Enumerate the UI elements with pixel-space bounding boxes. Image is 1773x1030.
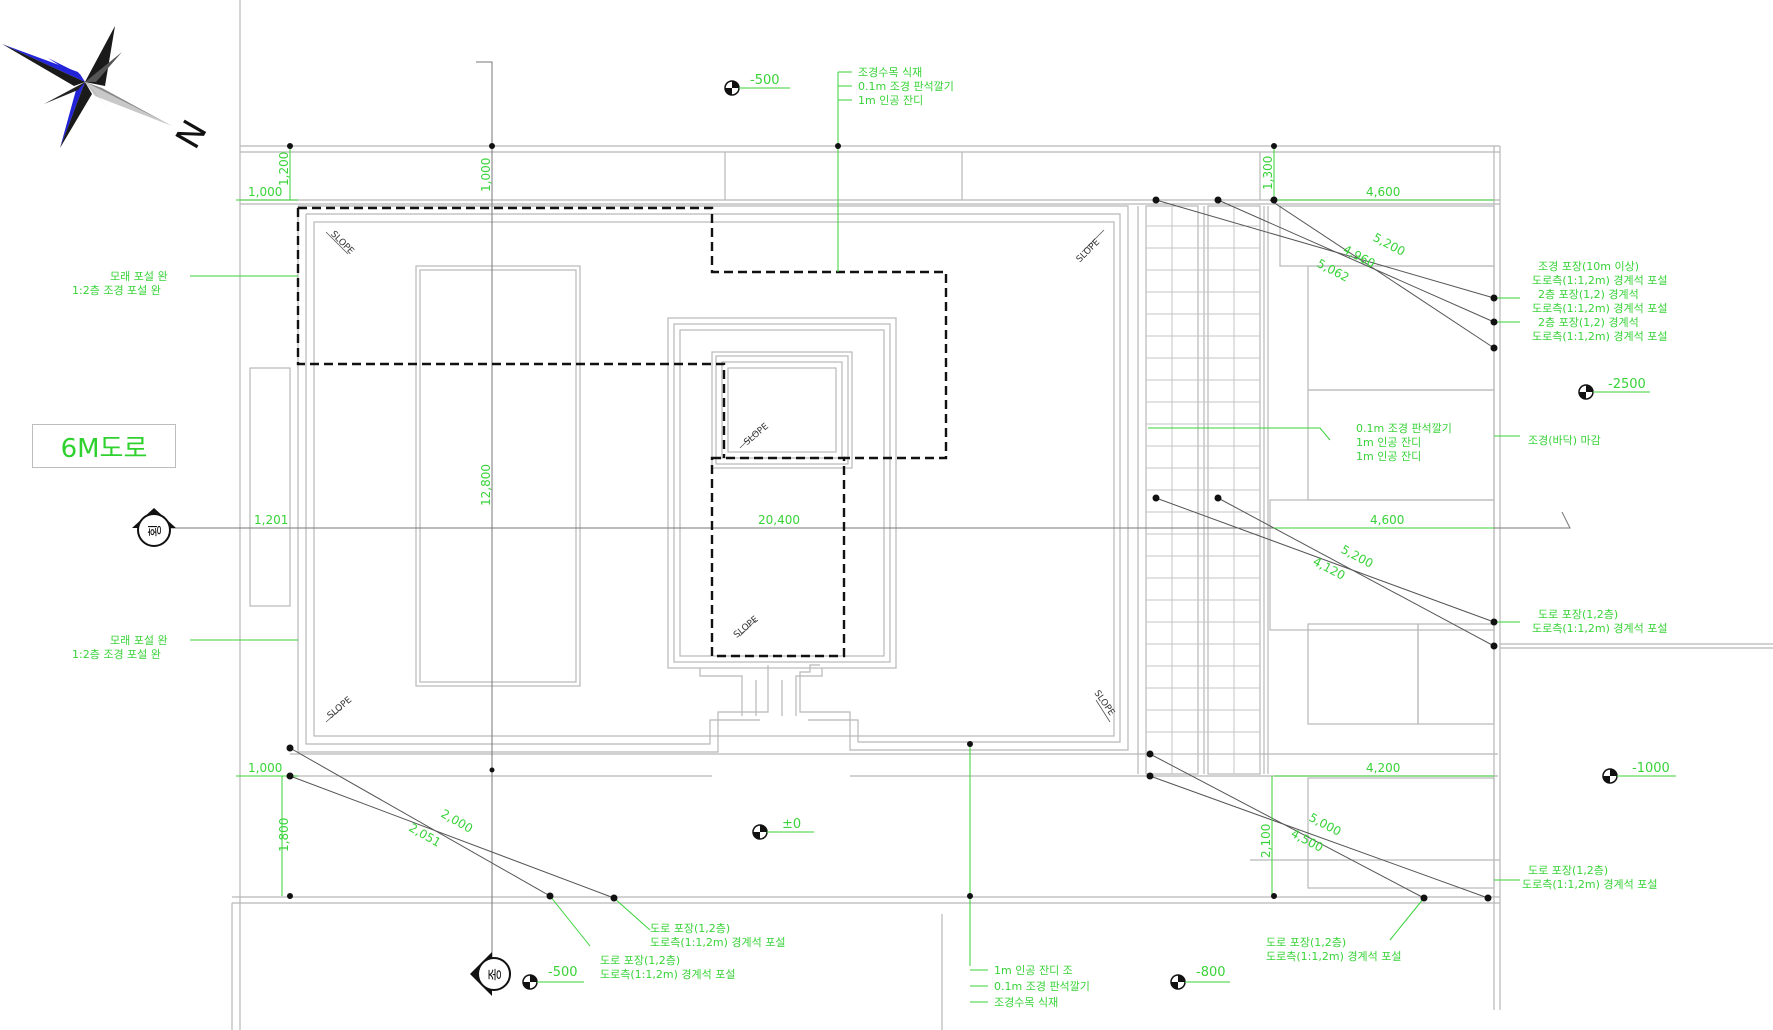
note-right-4-1: 도로 포장(1,2층): [1528, 864, 1608, 877]
note-right-3-1: 도로 포장(1,2층): [1538, 608, 1618, 621]
dim-right-mid: 4,600: [1370, 513, 1404, 527]
level-marker-right-lower: -1000: [1602, 761, 1676, 784]
note-bottom-center-1: 1m 인공 잔디 조: [994, 964, 1073, 977]
note-left-bottom-2: 1:2층 조경 포설 완: [72, 648, 161, 661]
note-right-4-2: 도로측(1:1,2m) 경계석 포설: [1522, 878, 1657, 891]
note-right-1-6: 도로측(1:1,2m) 경계석 포설: [1532, 330, 1667, 343]
note-right-2-1: 조경(바닥) 마감: [1528, 434, 1601, 447]
note-bottom-left-4: 도로측(1:1,2m) 경계석 포설: [600, 968, 735, 981]
notes-right-2: 조경(바닥) 마감: [1528, 434, 1601, 447]
dim-bottom-left-h: 1,800: [277, 818, 291, 852]
level-top-text: -500: [750, 73, 780, 88]
note-right-1-3: 2층 포장(1,2) 경계석: [1538, 288, 1639, 301]
dim-diag-tr-c: 5,062: [1315, 256, 1352, 284]
note-bottom-left-3: 도로 포장(1,2층): [600, 954, 680, 967]
note-center-right-1: 0.1m 조경 판석깔기: [1356, 421, 1452, 435]
section-marker-horizontal-text: 횡: [148, 524, 164, 537]
notes-bottom-left: 도로 포장(1,2층) 도로측(1:1,2m) 경계석 포설 도로 포장(1,2…: [600, 922, 785, 981]
dashed-footprint: [296, 206, 948, 658]
dim-bottom-right-w: 4,200: [1366, 761, 1400, 775]
level-center-text: ±0: [782, 817, 801, 832]
slope-label-4: SLOPE: [732, 614, 761, 640]
note-top-1: 조경수목 식재: [858, 66, 922, 79]
dim-top-left-w: 1,000: [248, 185, 282, 199]
slope-labels: [325, 229, 1111, 723]
level-bottom-right-text: -800: [1196, 965, 1226, 980]
dim-diag-tl-a: 2,000: [439, 806, 476, 835]
note-right-3-2: 도로측(1:1,2m) 경계석 포설: [1532, 622, 1667, 635]
note-left-top-2: 1:2층 조경 포설 완: [72, 284, 161, 297]
note-bottom-center-2: 0.1m 조경 판석깔기: [994, 979, 1090, 993]
note-right-1-4: 도로측(1:1,2m) 경계석 포설: [1532, 302, 1667, 315]
slope-label-5: SLOPE: [326, 695, 355, 721]
deck-grid: [1146, 206, 1260, 774]
slope-label-3: SLOPE: [742, 422, 771, 448]
note-left-bottom-1: 모래 포설 완: [110, 634, 168, 647]
note-bottom-left-2: 도로측(1:1,2m) 경계석 포설: [650, 936, 785, 949]
note-bottom-right-1: 도로 포장(1,2층): [1266, 936, 1346, 949]
section-marker-vertical-text: 종: [488, 968, 504, 981]
diagonal-dims: [289, 199, 1495, 899]
note-top-2: 0.1m 조경 판석깔기: [858, 79, 954, 93]
note-top-3: 1m 인공 잔디: [858, 94, 923, 107]
dim-top-left-h: 1,200: [277, 152, 291, 186]
road-label: 6M도로: [60, 433, 148, 464]
dim-top-mid-h: 1,000: [479, 158, 493, 192]
notes-top: 조경수목 식재 0.1m 조경 판석깔기 1m 인공 잔디: [858, 66, 954, 107]
note-right-1-1: 조경 포장(10m 이상): [1538, 260, 1639, 273]
compass-rose-icon: [2, 26, 172, 148]
level-right-lower-text: -1000: [1632, 761, 1670, 776]
note-right-1-2: 도로측(1:1,2m) 경계석 포설: [1532, 274, 1667, 287]
dim-diag-br-b: 4,500: [1289, 826, 1326, 854]
section-marker-horizontal: 횡: [132, 508, 176, 547]
notes-bottom-right: 도로 포장(1,2층) 도로측(1:1,2m) 경계석 포설: [1266, 936, 1401, 963]
dim-diag-mr-b: 4,120: [1311, 554, 1348, 582]
level-right-upper-text: -2500: [1608, 377, 1646, 392]
road-label-box: 6M도로: [32, 424, 176, 468]
note-bottom-left-1: 도로 포장(1,2층): [650, 922, 730, 935]
note-right-1-5: 2층 포장(1,2) 경계석: [1538, 316, 1639, 329]
level-marker-bottom-left: -500: [522, 965, 584, 990]
outline-lines: [231, 0, 1773, 1030]
note-center-right-2: 1m 인공 잔디: [1356, 436, 1421, 449]
note-bottom-center-3: 조경수목 식재: [994, 996, 1058, 1009]
slope-label-2: SLOPE: [1075, 237, 1103, 265]
level-bottom-left-text: -500: [548, 965, 578, 980]
dimension-lines: [190, 71, 1520, 1003]
dim-top-right-w: 4,600: [1366, 185, 1400, 199]
level-marker-bottom-right: -800: [1170, 965, 1230, 990]
notes-left-top: 모래 포설 완 1:2층 조경 포설 완: [72, 270, 168, 297]
slope-label-1: SLOPE: [328, 229, 356, 257]
dim-center-w: 20,400: [758, 513, 800, 527]
notes-right-1: 조경 포장(10m 이상) 도로측(1:1,2m) 경계석 포설 2층 포장(1…: [1532, 260, 1667, 343]
dim-center-h: 12,800: [479, 464, 493, 506]
note-bottom-right-2: 도로측(1:1,2m) 경계석 포설: [1266, 950, 1401, 963]
notes-right-3: 도로 포장(1,2층) 도로측(1:1,2m) 경계석 포설: [1532, 608, 1667, 635]
note-center-right-3: 1m 인공 잔디: [1356, 450, 1421, 463]
dim-bottom-left-w: 1,000: [248, 761, 282, 775]
dim-diag-tr-a: 5,200: [1371, 230, 1408, 258]
level-marker-right-upper: -2500: [1578, 377, 1650, 400]
level-marker-top: -500: [724, 73, 790, 96]
section-marker-vertical: 종: [470, 952, 511, 996]
level-marker-center: ±0: [752, 817, 814, 840]
north-label: N: [168, 114, 215, 156]
dim-left-mid: 1,201: [254, 513, 288, 527]
section-lines: [152, 61, 1571, 966]
notes-center-right: 0.1m 조경 판석깔기 1m 인공 잔디 1m 인공 잔디: [1356, 421, 1452, 463]
notes-left-bottom: 모래 포설 완 1:2층 조경 포설 완: [72, 634, 168, 661]
notes-right-4: 도로 포장(1,2층) 도로측(1:1,2m) 경계석 포설: [1522, 864, 1657, 891]
dim-top-right-h: 1,300: [1261, 156, 1275, 190]
notes-bottom-center: 1m 인공 잔디 조 0.1m 조경 판석깔기 조경수목 식재: [994, 964, 1090, 1009]
node-dots: [286, 143, 1498, 902]
note-left-top-1: 모래 포설 완: [110, 270, 168, 283]
slope-label-6: SLOPE: [1092, 689, 1117, 718]
dim-bottom-right-h: 2,100: [1259, 824, 1273, 858]
